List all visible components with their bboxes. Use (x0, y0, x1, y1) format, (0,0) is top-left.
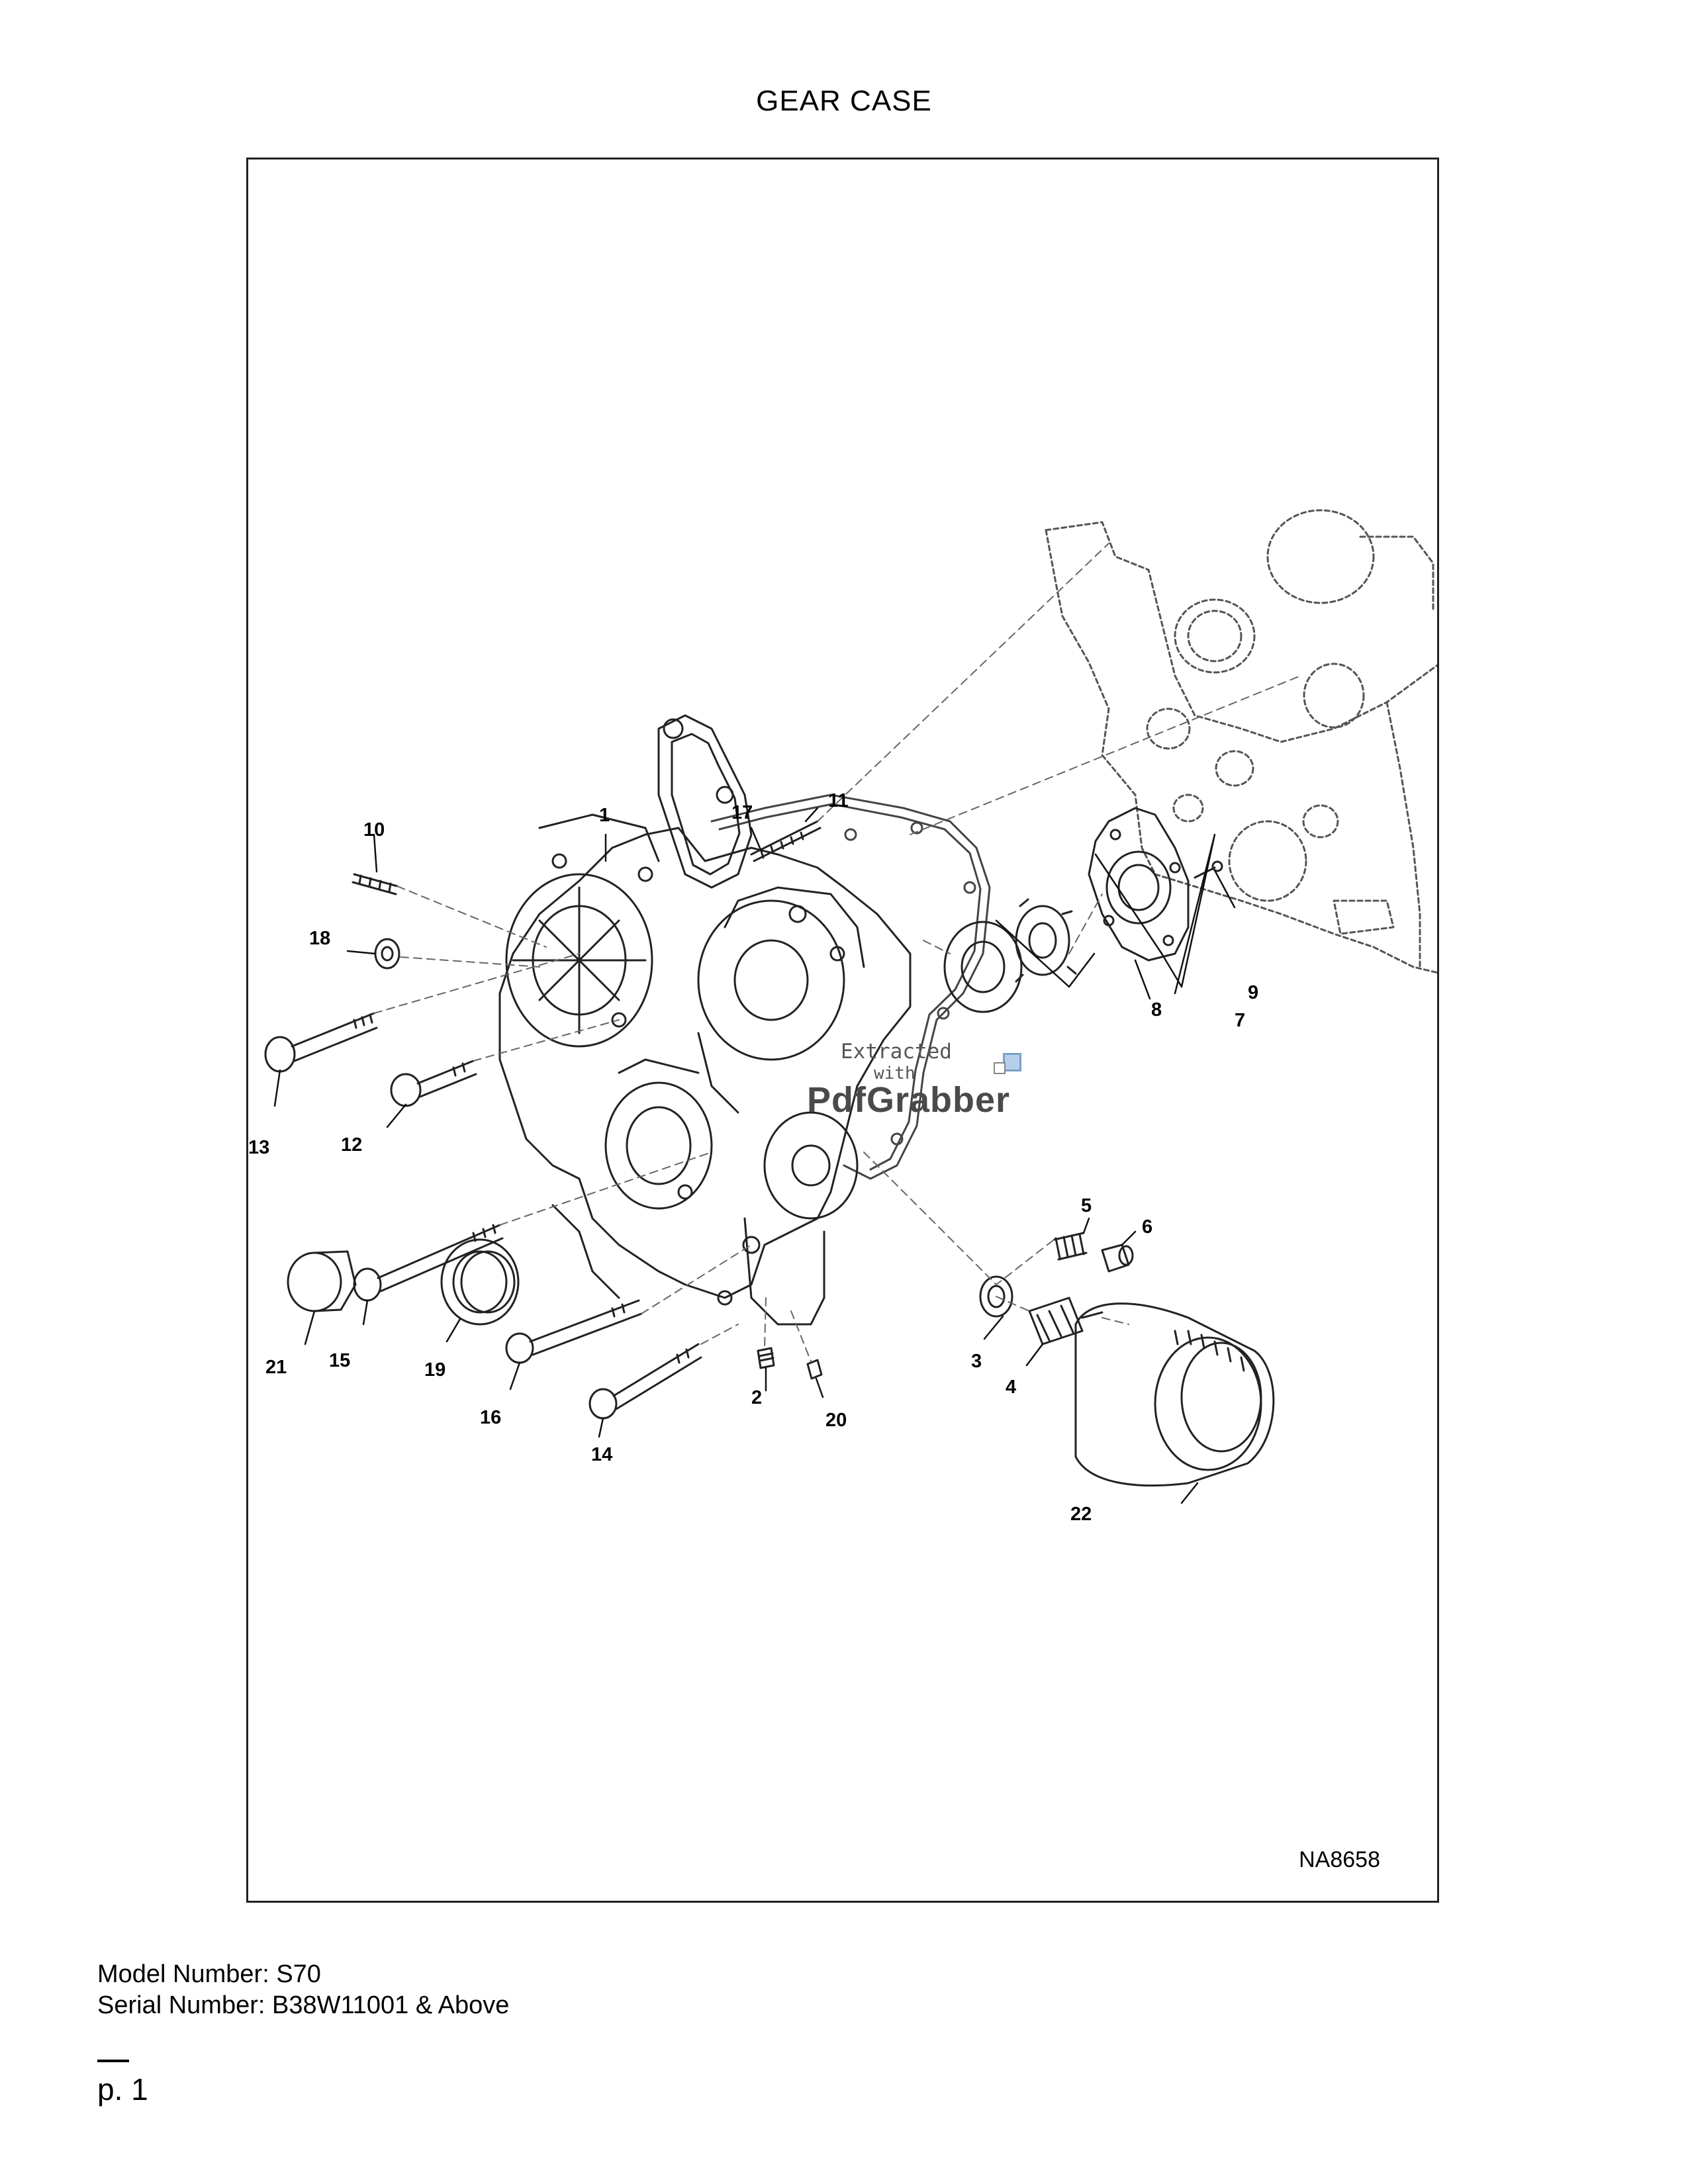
bolt-13 (264, 1012, 378, 1073)
watermark-line2: with (874, 1064, 915, 1083)
page-title: GEAR CASE (756, 85, 932, 117)
callout-9: 9 (1248, 982, 1258, 1003)
callout-12: 12 (341, 1134, 362, 1156)
page-divider (97, 2060, 129, 2062)
bolt-14 (588, 1343, 702, 1420)
watermark-line1: Extracted (841, 1040, 952, 1064)
bolt-12 (390, 1060, 477, 1107)
exploded-parts-diagram: 1 2 3 4 5 6 7 8 9 10 11 12 13 14 15 16 1… (248, 509, 1437, 1525)
plug-20 (806, 1359, 823, 1380)
gasket-11 (710, 794, 991, 1180)
callout-4: 4 (1006, 1377, 1016, 1398)
callout-5: 5 (1081, 1195, 1092, 1216)
relief-valve-4 (1028, 1297, 1103, 1345)
callout-1: 1 (599, 805, 610, 826)
callout-6: 6 (1142, 1216, 1152, 1238)
watermark-logo-icon (1003, 1053, 1021, 1071)
oil-seal-19 (440, 1238, 520, 1326)
serial-number: Serial Number: B38W11001 & Above (97, 1991, 510, 2019)
page-number: p. 1 (97, 2072, 148, 2107)
callout-22: 22 (1070, 1504, 1092, 1525)
watermark-brand: PdfGrabber (807, 1080, 1011, 1120)
callout-2: 2 (751, 1387, 762, 1408)
bolt-15 (353, 1224, 504, 1302)
watermark: Extracted with PdfGrabber (778, 1040, 1056, 1132)
callout-3: 3 (971, 1351, 982, 1372)
watermark-logo-icon (994, 1062, 1006, 1074)
leader-lines (273, 807, 1236, 1504)
oil-pump-cover (1088, 807, 1190, 962)
callout-18: 18 (309, 928, 330, 949)
plug-2 (757, 1347, 775, 1369)
callout-17: 17 (731, 802, 753, 823)
callout-16: 16 (480, 1407, 501, 1428)
model-number: Model Number: S70 (97, 1960, 321, 1988)
bolt-16 (505, 1299, 643, 1364)
alignment-lines (373, 543, 1301, 1362)
callout-7: 7 (1235, 1010, 1245, 1031)
callout-11: 11 (828, 790, 849, 811)
stud-10 (352, 873, 399, 895)
plug-21 (287, 1250, 357, 1312)
figure-id: NA8658 (1299, 1847, 1380, 1872)
callout-14: 14 (591, 1444, 612, 1465)
callout-21: 21 (265, 1357, 287, 1378)
plug-6 (1101, 1244, 1134, 1273)
callout-20: 20 (825, 1410, 847, 1431)
oil-filter-22 (1074, 1302, 1275, 1487)
oil-pump-rotor (943, 898, 1077, 1013)
callout-19: 19 (424, 1359, 445, 1381)
callout-15: 15 (329, 1350, 350, 1371)
gear-case-housing (498, 714, 912, 1326)
callout-13: 13 (248, 1137, 269, 1158)
spring-5 (1053, 1232, 1088, 1261)
engine-block (1045, 509, 1437, 974)
callout-10: 10 (363, 819, 385, 841)
diagram-frame: 1 2 3 4 5 6 7 8 9 10 11 12 13 14 15 16 1… (246, 158, 1439, 1903)
callout-8: 8 (1151, 999, 1162, 1021)
model-info: Model Number: S70 Serial Number: B38W110… (97, 1959, 509, 2021)
washer-3 (979, 1275, 1013, 1318)
stud-17 (750, 820, 821, 862)
nut-18 (374, 938, 400, 970)
